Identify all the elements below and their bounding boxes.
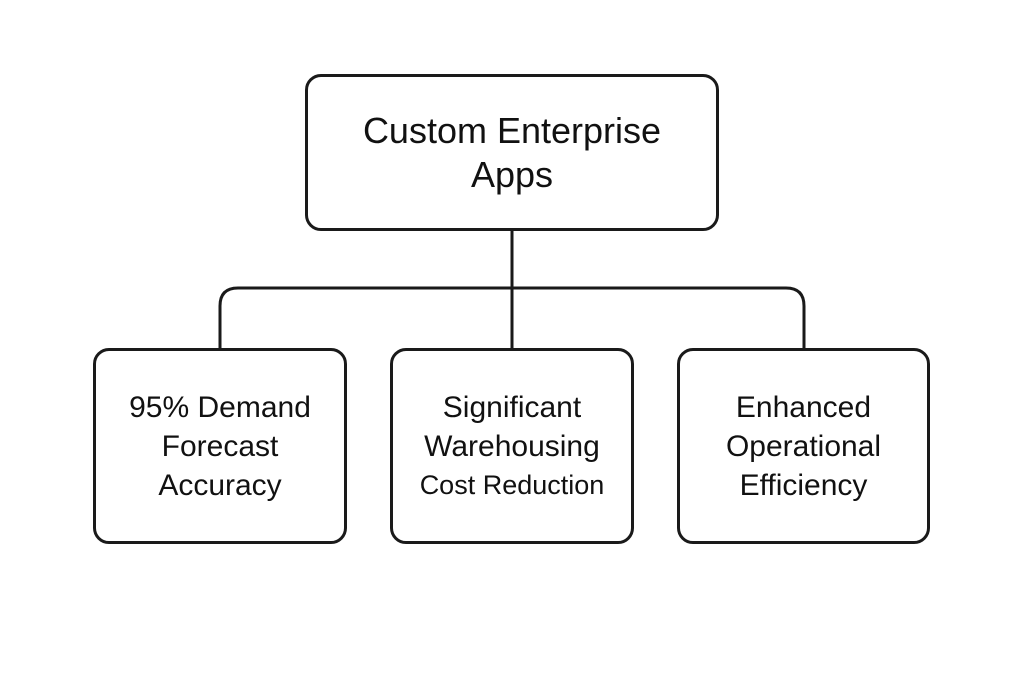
child-node-label: Enhanced Operational Efficiency	[726, 388, 881, 505]
root-node: Custom Enterprise Apps	[305, 74, 719, 231]
child-node-label: Significant Warehousing Cost Reduction	[420, 388, 605, 505]
child-node-operational-efficiency: Enhanced Operational Efficiency	[677, 348, 930, 544]
root-label-line-1: Custom Enterprise	[362, 109, 662, 151]
child-1-label-line-3: Accuracy	[158, 468, 282, 502]
child-1-label-line-1: 95% Demand	[129, 390, 311, 424]
child-2-label-line-3: Cost Reduction	[419, 469, 605, 500]
child-3-label-line-3: Efficiency	[739, 468, 868, 502]
root-label-line-2: Apps	[470, 153, 554, 195]
root-node-label: Custom Enterprise Apps	[363, 109, 661, 197]
child-node-label: 95% Demand Forecast Accuracy	[129, 388, 311, 505]
child-node-demand-forecast: 95% Demand Forecast Accuracy	[93, 348, 347, 544]
child-2-label-line-1: Significant	[442, 390, 582, 424]
child-2-label-line-2: Warehousing	[424, 429, 600, 463]
child-1-label-line-2: Forecast	[161, 429, 279, 463]
child-3-label-line-1: Enhanced	[735, 390, 872, 424]
child-node-warehousing-cost: Significant Warehousing Cost Reduction	[390, 348, 634, 544]
child-3-label-line-2: Operational	[725, 429, 882, 463]
